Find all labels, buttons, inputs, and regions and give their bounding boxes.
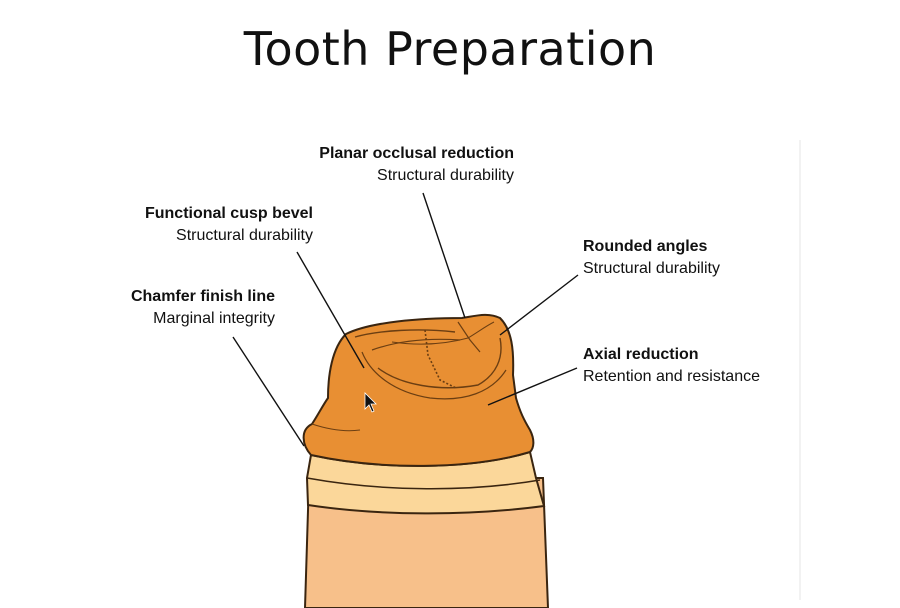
label-planar-occlusal-reduction: Planar occlusal reduction Structural dur… — [319, 145, 514, 184]
label-desc: Structural durability — [176, 227, 313, 244]
label-title: Functional cusp bevel — [145, 205, 313, 222]
label-axial-reduction: Axial reduction Retention and resistance — [583, 346, 760, 385]
page-title: Tooth Preparation — [243, 22, 657, 76]
label-title: Chamfer finish line — [131, 288, 275, 305]
leader-chamfer — [232, 336, 305, 447]
leader-rounded — [499, 274, 579, 336]
label-title: Planar occlusal reduction — [319, 145, 514, 162]
label-desc: Retention and resistance — [583, 368, 760, 385]
label-desc: Structural durability — [377, 167, 514, 184]
label-title: Rounded angles — [583, 238, 708, 255]
leader-bevel — [296, 251, 365, 369]
leader-axial — [487, 367, 578, 406]
label-desc: Marginal integrity — [153, 310, 275, 327]
leader-planar — [422, 192, 466, 319]
label-chamfer-finish-line: Chamfer finish line Marginal integrity — [131, 288, 275, 327]
label-title: Axial reduction — [583, 346, 699, 363]
prepared-crown — [302, 313, 535, 467]
label-desc: Structural durability — [583, 260, 720, 277]
label-rounded-angles: Rounded angles Structural durability — [583, 238, 720, 277]
mouse-cursor-icon — [364, 392, 377, 413]
label-functional-cusp-bevel: Functional cusp bevel Structural durabil… — [145, 205, 313, 244]
